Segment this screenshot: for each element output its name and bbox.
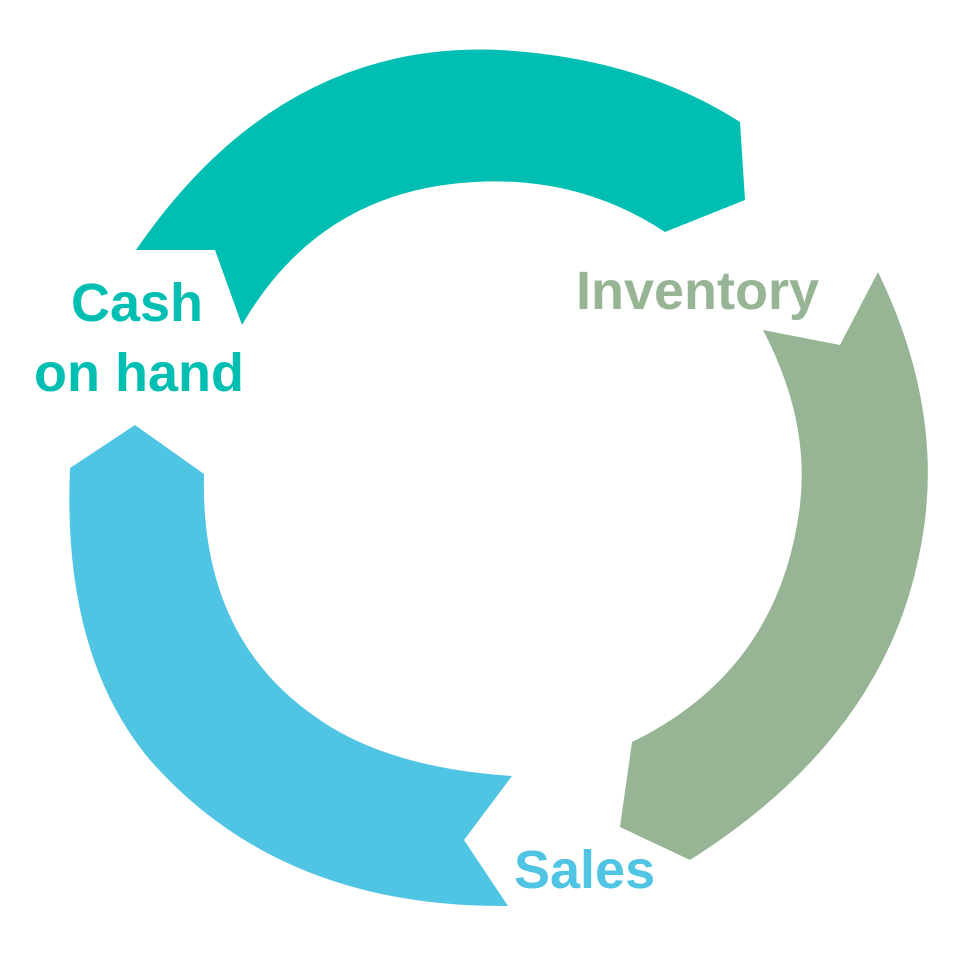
cash-to-inventory-arrow xyxy=(136,49,745,325)
cash-on-hand-label-line1: Cash xyxy=(70,273,204,333)
sales-label: Sales xyxy=(514,840,656,900)
cash-on-hand-label-line2: on hand xyxy=(34,343,244,403)
inventory-to-sales-arrow xyxy=(620,272,928,860)
sales-to-cash-arrow xyxy=(69,425,513,907)
inventory-label: Inventory xyxy=(576,261,820,321)
cash-on-hand-label: Cash on hand xyxy=(34,268,244,408)
